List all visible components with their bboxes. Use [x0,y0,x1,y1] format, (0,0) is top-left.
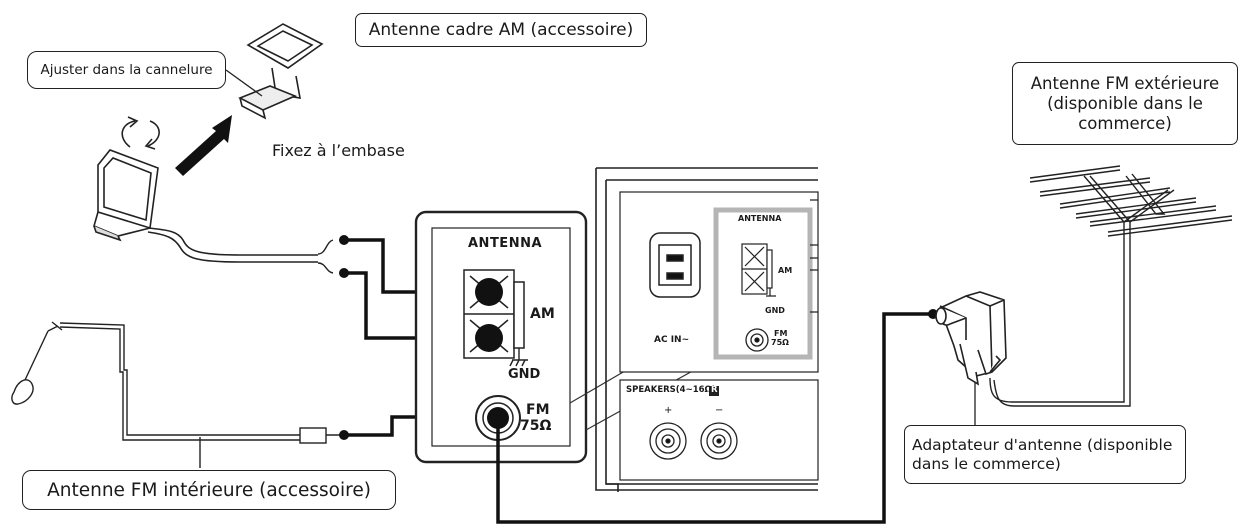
adapter-to-outdoor-cable [989,322,1131,407]
fm-indoor-plug-dot [339,430,349,440]
fm-indoor-callout: Antenne FM intérieure (accessoire) [22,470,396,510]
groove-callout: Ajuster dans la cannelure [27,51,226,89]
small-am-label: AM [778,266,793,275]
adapter-callout: Adaptateur d'antenne (disponible dans le… [904,425,1186,484]
zoom-gnd-label: GND [508,367,541,382]
small-antenna-label: ANTENNA [738,214,782,223]
ac-inlet [649,232,701,298]
am-loop-antenna-assembled [93,149,318,263]
am-loop-callout: Antenne cadre AM (accessoire) [355,13,647,47]
small-fm-label: FM [774,329,788,338]
rear-panel [595,167,819,492]
speakers-badge-box [709,386,719,396]
small-am-terminal [741,243,776,297]
zoom-fm-label: FM [526,402,550,418]
speaker-plus-label: + [664,405,673,416]
zoom-ohms-label: 75Ω [520,418,552,434]
speaker-minus-label: − [715,405,724,416]
antenna-section-highlight [713,207,813,360]
small-ohms-label: 75Ω [771,338,789,347]
speakers-badge: R [711,385,718,395]
am-wire-brace [317,239,334,274]
speaker-terminals [649,422,738,460]
zoom-am-label: AM [530,306,555,322]
fm-outdoor-callout: Antenne FM extérieure (disponible dans l… [1012,62,1238,145]
speakers-label: SPEAKERS(4~16Ω) [626,385,716,395]
gnd-symbol-icon [509,348,528,367]
rotate-arrows-icon [121,116,160,150]
rear-panel-edge-details [810,199,818,313]
am-terminal-2 [475,324,503,352]
small-fm-jack [745,328,769,352]
fix-base-label: Fixez à l’embase [272,141,405,160]
zoom-antenna-label: ANTENNA [468,236,543,251]
antenna-adapter [935,291,1007,386]
am-terminal-1 [475,278,503,306]
ac-in-label: AC IN~ [654,335,690,345]
groove-leader-line [225,69,263,97]
small-gnd-label: GND [765,306,785,315]
fm-coax-cable [496,312,932,524]
fm-indoor-antenna [11,321,327,468]
fix-arrow-icon [175,115,232,176]
am-loop-antenna-top [238,23,324,120]
fm-outdoor-antenna [1029,165,1233,322]
